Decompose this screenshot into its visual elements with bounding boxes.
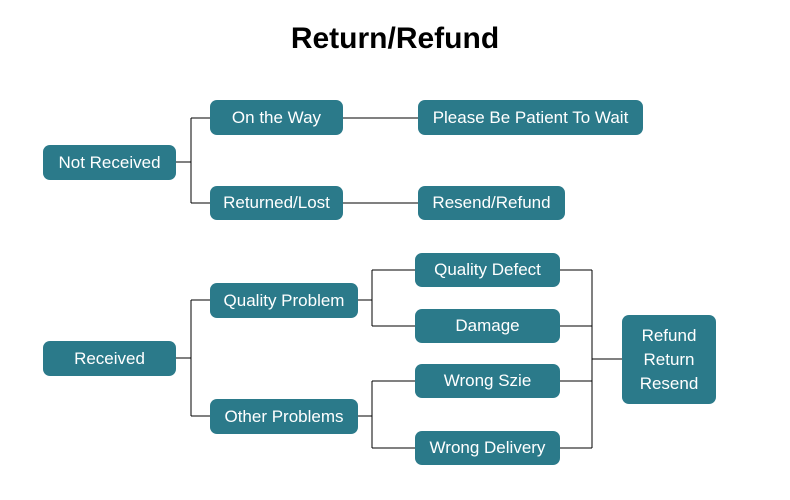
outcome-return: Return (643, 349, 695, 369)
node-returned-lost: Returned/Lost (210, 186, 343, 220)
node-please-wait: Please Be Patient To Wait (418, 100, 643, 135)
node-damage: Damage (415, 309, 560, 343)
node-wrong-delivery: Wrong Delivery (415, 431, 560, 465)
diagram-title: Return/Refund (290, 22, 500, 55)
outcome-refund: Refund (641, 325, 697, 345)
node-received: Received (43, 341, 176, 376)
node-quality-problem: Quality Problem (210, 283, 358, 318)
node-on-the-way: On the Way (210, 100, 343, 135)
node-wrong-size: Wrong Szie (415, 364, 560, 398)
node-resend-refund: Resend/Refund (418, 186, 565, 220)
outcome-resend: Resend (639, 373, 699, 393)
node-quality-defect: Quality Defect (415, 253, 560, 287)
node-not-received: Not Received (43, 145, 176, 180)
node-other-problems: Other Problems (210, 399, 358, 434)
node-outcomes: Refund Return Resend (622, 315, 716, 404)
